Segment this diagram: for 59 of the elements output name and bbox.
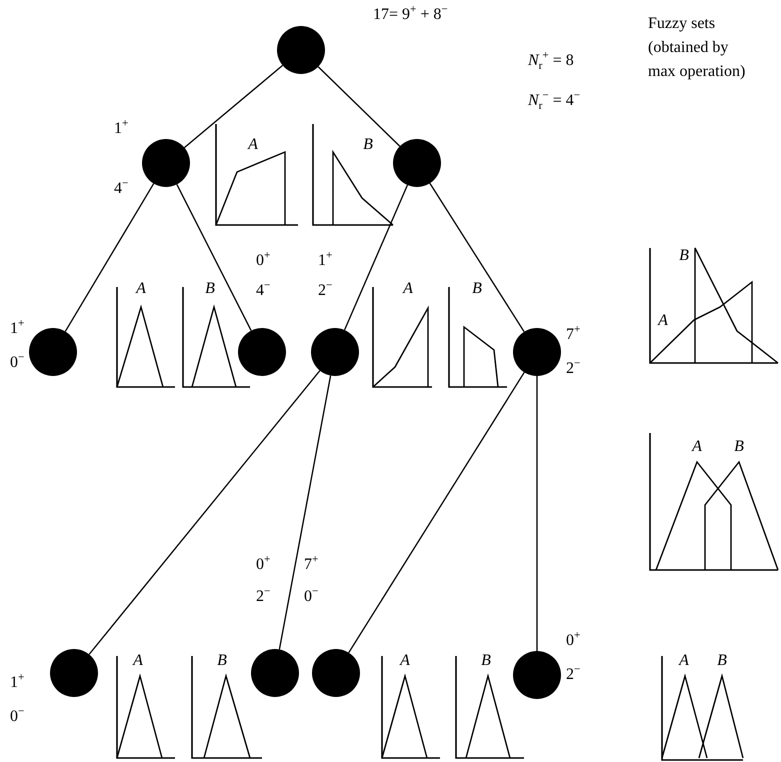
circle-node <box>312 649 360 697</box>
class-count-label: 7$^{+}$ <box>304 556 318 574</box>
class-count-label: 1$^{+}$ <box>318 252 332 270</box>
circle-node <box>50 649 98 697</box>
circle-node <box>513 328 561 376</box>
circle-node <box>513 651 561 699</box>
class-count-label: 1$^{+}$ <box>10 320 24 338</box>
set-label: B <box>734 438 744 456</box>
class-count-label: 0$^{−}$ <box>10 708 24 726</box>
class-count-label: 0$^{−}$ <box>304 588 318 606</box>
class-count-label: 0$^{−}$ <box>10 354 24 372</box>
class-count-label: 7$^{+}$ <box>566 326 580 344</box>
circle-node <box>393 139 441 187</box>
class-count-label: 2$^{−}$ <box>318 282 332 300</box>
count-formula: N$_{r}$$^{−}$ = 4$^{−}$ <box>528 92 580 110</box>
class-count-label: 1$^{+}$ <box>10 674 24 692</box>
set-label: A <box>403 280 413 298</box>
circle-node <box>238 328 286 376</box>
class-count-label: 0$^{+}$ <box>256 252 270 270</box>
set-label: A <box>692 438 702 456</box>
circle-node <box>277 26 325 74</box>
tree-branch <box>536 376 538 651</box>
set-label: A <box>400 652 410 670</box>
tree-branch <box>348 372 525 653</box>
set-label: A <box>658 312 668 330</box>
tree-branch <box>88 370 320 655</box>
total-count-label: 17= 9$^{+}$ + 8$^{−}$ <box>373 6 448 24</box>
class-count-label: 0$^{+}$ <box>256 556 270 574</box>
tree-branch <box>176 184 252 331</box>
class-count-label: 2$^{−}$ <box>566 666 580 684</box>
tree-branch <box>184 64 284 148</box>
set-label: B <box>679 247 689 265</box>
tree-branch <box>278 375 332 650</box>
class-count-label: 0$^{+}$ <box>566 632 580 650</box>
tree-branch <box>64 183 154 332</box>
tree-branch <box>429 182 525 332</box>
tree-branch <box>318 66 400 147</box>
note-text: Fuzzy sets (obtained by max operation) <box>648 14 746 82</box>
set-label: A <box>136 280 146 298</box>
set-label: B <box>217 652 227 670</box>
count-formula: N$_{r}$$^{+}$ = 8 <box>528 52 574 70</box>
circle-node <box>251 649 299 697</box>
class-count-label: 2$^{−}$ <box>256 588 270 606</box>
circle-node <box>29 328 77 376</box>
class-count-label: 2$^{−}$ <box>566 360 580 378</box>
class-count-label: 4$^{−}$ <box>256 282 270 300</box>
set-label: B <box>717 652 727 670</box>
set-label: B <box>205 280 215 298</box>
set-label: B <box>472 280 482 298</box>
circle-node <box>142 139 190 187</box>
circle-node <box>311 328 359 376</box>
set-label: A <box>248 136 258 154</box>
class-count-label: 1$^{+}$ <box>114 120 128 138</box>
set-label: A <box>133 652 143 670</box>
tree-branch <box>344 184 408 330</box>
set-label: B <box>481 652 491 670</box>
set-label: B <box>363 136 373 154</box>
class-count-label: 4$^{−}$ <box>114 180 128 198</box>
set-label: A <box>679 652 689 670</box>
